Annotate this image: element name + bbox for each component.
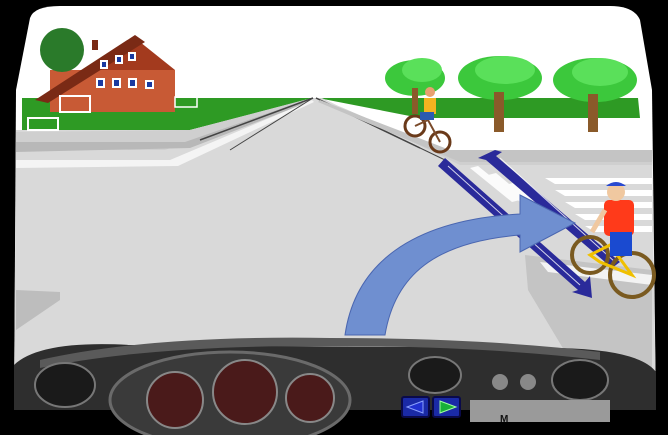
turn-right-button[interactable] — [432, 396, 461, 418]
knob — [492, 374, 508, 390]
turn-left-button[interactable] — [401, 396, 430, 418]
left-arrow-icon — [405, 400, 427, 414]
turn-signal-control — [401, 396, 461, 418]
gear-indicator: M — [500, 414, 508, 425]
radio-panel — [470, 400, 610, 422]
air-vent-left — [35, 363, 95, 407]
fuel-gauge — [286, 374, 334, 422]
knob — [520, 374, 536, 390]
air-vent-center — [409, 357, 461, 393]
speedometer-gauge — [147, 372, 203, 428]
right-arrow-icon — [436, 400, 458, 414]
air-vent-right — [552, 360, 608, 400]
tachometer-gauge — [213, 360, 277, 424]
tree-left — [40, 28, 84, 72]
